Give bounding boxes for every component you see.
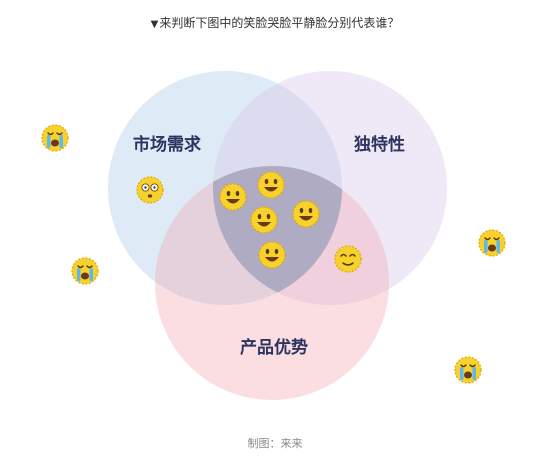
crying-face-icon	[41, 124, 69, 152]
smile-face-icon	[292, 200, 320, 228]
smile-face-icon	[257, 171, 285, 199]
title-text: 来判断下图中的笑脸哭脸平静脸分别代表谁？	[159, 16, 400, 30]
crying-face-icon	[454, 356, 482, 384]
label-product-advantage: 产品优势	[240, 338, 308, 358]
title-marker: ▼	[150, 19, 159, 30]
smile-face-icon	[219, 183, 247, 211]
smile-face-icon	[250, 206, 278, 234]
label-uniqueness: 独特性	[354, 135, 405, 155]
smile-face-icon	[258, 241, 286, 269]
label-market-demand: 市场需求	[133, 135, 201, 155]
diagram-credit: 制图：来来	[247, 437, 303, 450]
crying-face-icon	[71, 257, 99, 285]
calm-face-icon	[334, 245, 362, 273]
diagram-title: ▼来判断下图中的笑脸哭脸平静脸分别代表谁？	[0, 14, 550, 31]
shocked-face-icon	[136, 176, 164, 204]
circle-product-advantage	[155, 166, 389, 400]
crying-face-icon	[478, 229, 506, 257]
